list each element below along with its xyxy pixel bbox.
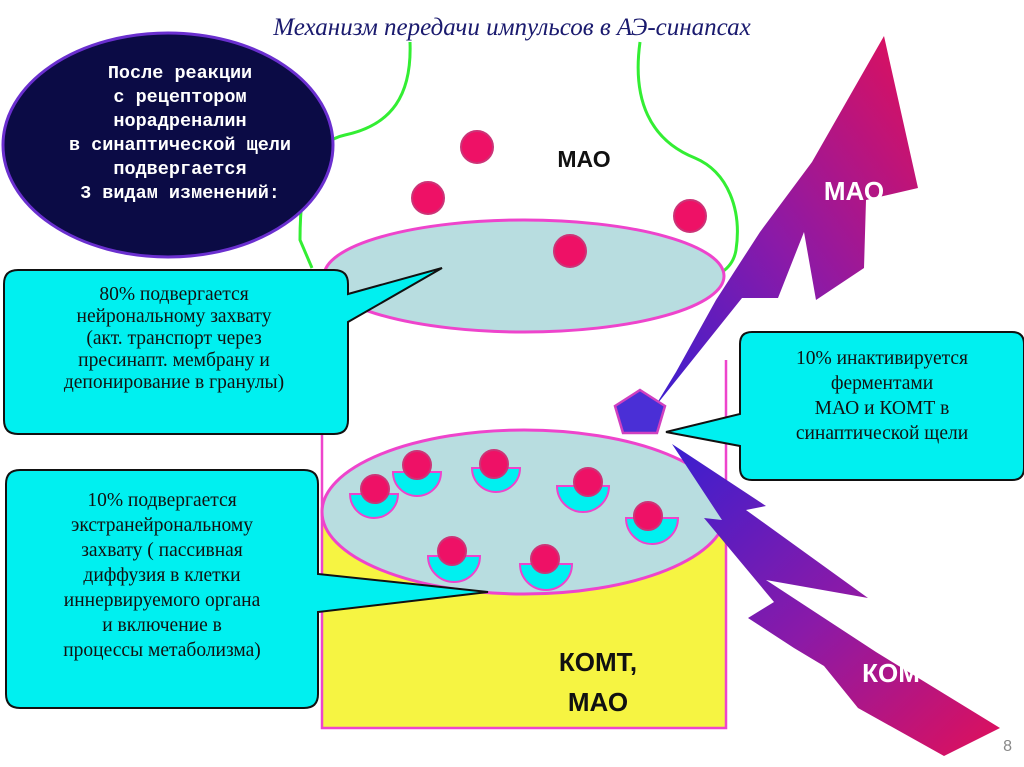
intro-line: с рецептором [113,87,247,108]
callout-line: диффузия в клетки [83,565,241,586]
callout-line: экстранейрональному [71,515,253,536]
komt-mao-line: КОМТ, [558,647,638,677]
komt-bolt-label: КОМТ [862,658,936,688]
mao-bolt-label: МАО [823,176,885,206]
receptor [470,449,522,493]
intro-line: После реакции [107,63,253,84]
noradrenaline-molecule [360,474,390,504]
callout-line: процессы метаболизма) [63,640,261,661]
receptor [624,501,680,545]
callout-line: пресинапт. мембрану и [78,350,270,371]
komt-mao-line: МАО [567,687,629,717]
intro-oval-text: После реакции с рецептором норадреналин … [30,62,330,206]
receptor [555,467,611,513]
receptor-group [348,449,680,591]
mao-lightning-bolt [654,36,918,408]
callout-line: 10% инактивируется [796,348,968,369]
callout-line: 80% подвергается [99,284,249,305]
callout-enzymes-text: 10% инактивируется ферментами МАО и КОМТ… [742,346,1022,446]
callout-line: 10% подвергается [87,490,237,511]
callout-line: захвату ( пассивная [81,540,243,561]
callout-line: МАО и КОМТ в [814,398,950,419]
callout-enzymes-shape [665,331,1024,481]
receptor [348,474,400,519]
presynaptic-disc [322,218,726,334]
page-number: 8 [1003,738,1012,755]
receptor [426,536,482,583]
callout-line: и включение в [102,615,222,636]
komt-lightning-bolt [672,444,1000,756]
noradrenaline-molecule [460,130,494,164]
komt-mao-label: КОМТ, МАО [500,642,696,722]
noradrenaline-molecule [573,467,603,497]
receptor [391,450,443,497]
callout-line: нейрональному захвату [76,306,272,327]
noradrenaline-molecule [673,199,707,233]
noradrenaline-molecule [530,544,560,574]
noradrenaline-molecule [411,181,445,215]
receptor [518,544,574,591]
callout-extraneuronal-text: 10% подвергается экстранейрональному зах… [10,488,314,663]
slide-title: Механизм передачи импульсов в АЭ-синапса… [273,14,751,41]
mao-label-cleft: МАО [557,146,611,172]
noradrenaline-molecule [553,234,587,268]
callout-extraneuronal-shape [5,469,489,709]
noradrenaline-molecule [437,536,467,566]
callout-line: (акт. транспорт через [86,328,262,349]
callout-line: синаптической щели [795,423,969,444]
intro-oval [1,31,335,259]
intro-line: норадреналин [113,111,247,132]
intro-line: подвергается [113,159,247,180]
noradrenaline-molecule [633,501,663,531]
intro-line: в синаптической щели [68,135,292,156]
enzyme-pentagon-icon [613,388,667,435]
callout-reuptake-text: 80% подвергается нейрональному захвату (… [14,284,334,394]
callout-line: иннервируемого органа [63,590,261,611]
noradrenaline-molecule [402,450,432,480]
callout-line: ферментами [830,373,934,394]
callout-reuptake-shape [3,267,443,435]
callout-line: депонирование в гранулы) [63,372,285,393]
presynaptic-membrane-right [636,41,739,274]
intro-line: 3 видам изменений: [80,183,280,204]
noradrenaline-molecule [479,449,509,479]
